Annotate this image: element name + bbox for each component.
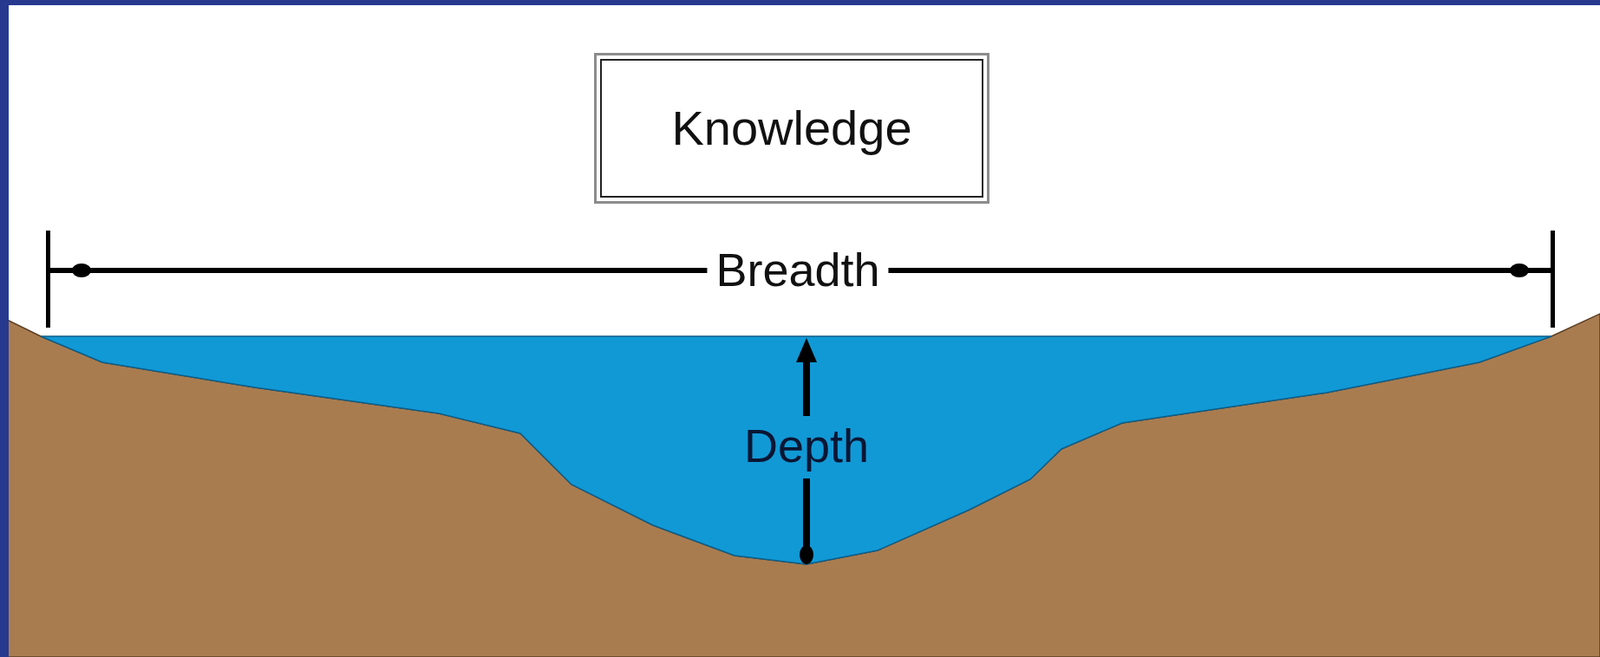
title-box: Knowledge (594, 52, 990, 204)
ground (0, 313, 1600, 657)
box-text: Knowledge (671, 101, 912, 156)
breadth-label: Breadth (706, 244, 889, 296)
depth-label: Depth (735, 420, 878, 472)
slide-frame-top (0, 0, 1600, 6)
breadth-dimension (45, 230, 1555, 328)
slide-frame-left (0, 0, 9, 657)
water (40, 336, 1552, 565)
